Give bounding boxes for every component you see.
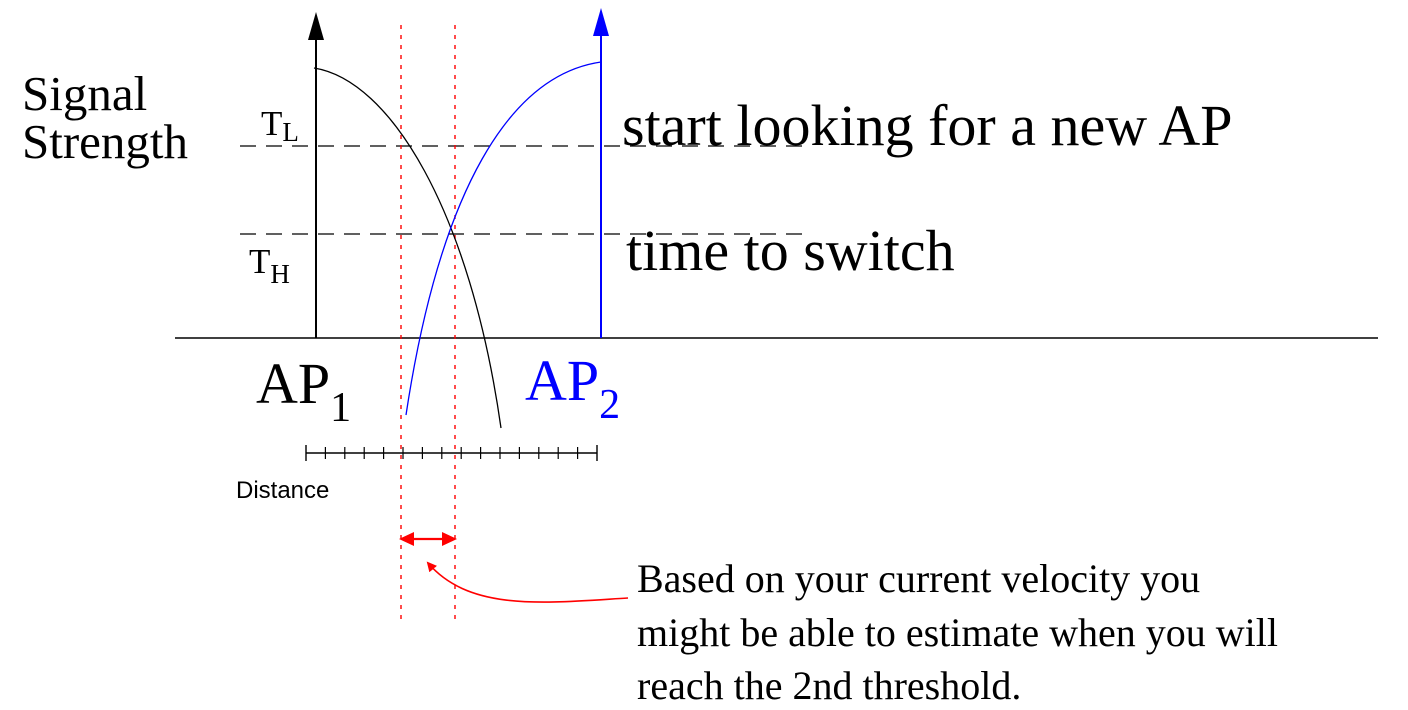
threshold-high-label: TH (249, 242, 290, 289)
ap1-signal-curve (313, 67, 502, 429)
arrow-up-icon (308, 12, 324, 40)
ap2-label: AP2 (525, 348, 620, 428)
y-axis-label-line2: Strength (22, 114, 188, 169)
threshold-high-caption: time to switch (626, 218, 955, 283)
threshold-low-label: TL (261, 104, 299, 147)
y-axis-label: Signal Strength (22, 66, 188, 169)
ap1-label: AP1 (256, 351, 351, 431)
arrow-up-icon (593, 8, 609, 36)
curved-arrow-icon (426, 561, 629, 603)
ap2-signal-curve (405, 61, 602, 416)
annotation-line-3: reach the 2nd threshold. (637, 663, 1021, 708)
distance-label: Distance (236, 477, 329, 504)
y-axis-label-line1: Signal (22, 66, 147, 121)
annotation-line-1: Based on your current velocity you (637, 556, 1200, 601)
double-arrow-icon (399, 532, 457, 546)
annotation-line-2: might be able to estimate when you will (637, 610, 1278, 655)
threshold-low-caption: start looking for a new AP (622, 93, 1233, 158)
distance-ruler (305, 445, 598, 461)
annotation-text: Based on your current velocity you might… (637, 556, 1288, 708)
